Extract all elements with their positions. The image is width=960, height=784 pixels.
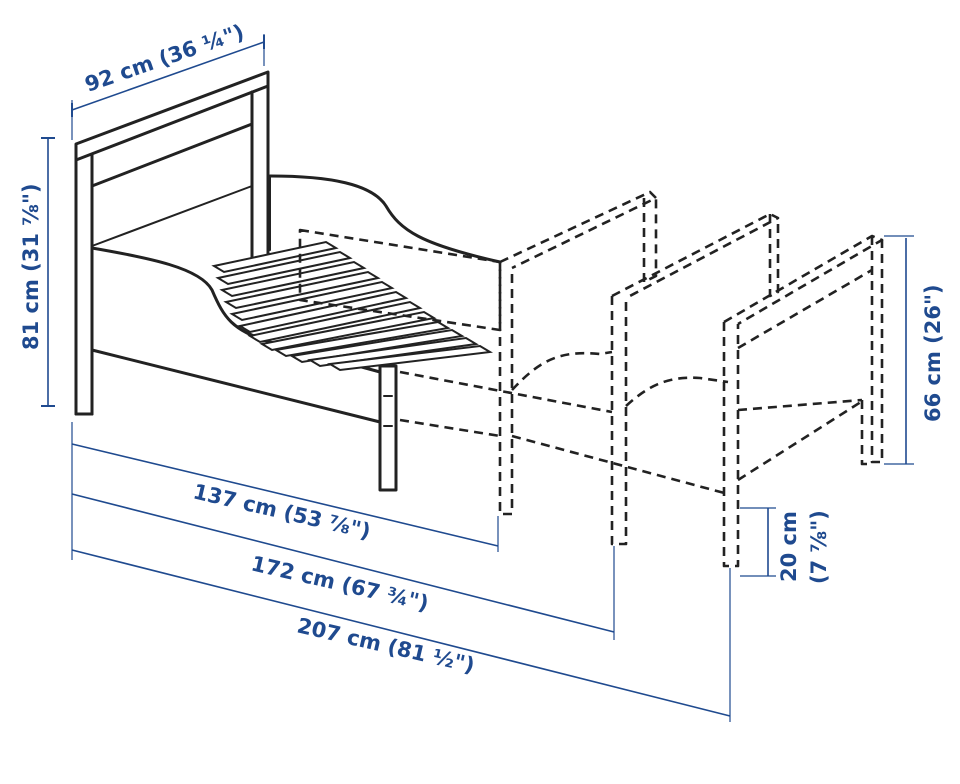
bed-slats: [211, 240, 494, 372]
length-137-label: 137 cm (53 ⅞"): [191, 479, 373, 543]
width-label: 92 cm (36 ¼"): [82, 20, 247, 97]
height-left-label: 81 cm (31 ⅞"): [19, 183, 43, 350]
leg-height-in-label: (7 ⅞"): [807, 510, 831, 584]
leg-height-cm-label: 20 cm: [777, 511, 801, 582]
bed-frame-drawing: [74, 70, 502, 492]
length-172-label: 172 cm (67 ¾"): [249, 551, 431, 615]
height-right-label: 66 cm (26"): [921, 284, 945, 422]
front-legs: [90, 348, 398, 492]
dimension-lines: [41, 34, 914, 722]
extension-drawings: [298, 190, 884, 568]
headboard: [74, 70, 270, 416]
side-rail: [90, 174, 502, 424]
